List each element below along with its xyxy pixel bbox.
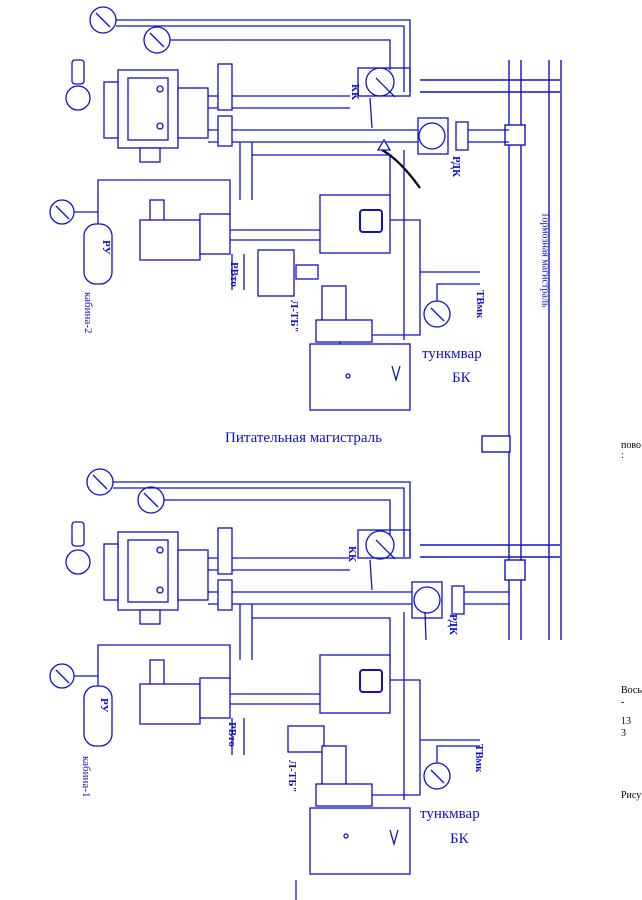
label-cabin-2: кабина-2 <box>82 292 94 333</box>
label-rvamkut-upper: тункмвар <box>422 346 482 362</box>
label-rdk-upper: РДК <box>450 156 462 177</box>
label-tormoz: Тормозная магистраль <box>540 212 551 308</box>
label-bk-upper: БК <box>452 370 472 386</box>
label-tvmk-upper: ТВмк <box>474 290 486 319</box>
label-ru-upper: РУ <box>100 240 112 255</box>
label-rvto-upper: РВто <box>228 262 240 287</box>
label-rvamkut-lower: тункмвар <box>420 806 480 822</box>
side-notes: пово : Вось - 13 3 Рису <box>621 440 642 801</box>
unit-cabin-2 <box>49 6 509 411</box>
main-pipes <box>420 60 562 640</box>
side-vos: Вось <box>621 685 642 696</box>
side-povo: пово <box>621 440 641 451</box>
label-rdk-lower: РДК <box>447 614 459 635</box>
unit-cabin-1 <box>49 468 509 900</box>
labels-upper: КК РДК РУ РВто Л-ТБ" ТВмк тункмвар БК ка… <box>82 84 551 446</box>
labels-lower: КК РДК РУ РВто Л-ТБ" ТВмк тункмвар БК ка… <box>80 546 485 847</box>
side-risu: Рису <box>621 790 641 801</box>
side-dash: - <box>621 697 624 708</box>
label-lbt-lower: Л-ТБ" <box>286 760 298 793</box>
label-bk-lower: БК <box>450 831 470 847</box>
label-kk-upper: КК <box>349 84 361 100</box>
label-tvmk-lower: ТВмк <box>473 744 485 773</box>
label-kk-lower: КК <box>346 546 358 562</box>
label-rvto-lower: РВто <box>226 722 238 747</box>
side-colon: : <box>621 450 624 461</box>
side-3: 3 <box>621 728 626 739</box>
label-lbt-upper: Л-ТБ" <box>288 300 300 333</box>
side-13: 13 <box>621 716 631 727</box>
label-cabin-1: кабина-1 <box>80 756 92 797</box>
label-header: Питательная магистраль <box>225 430 382 446</box>
label-ru-lower: РУ <box>98 698 110 713</box>
